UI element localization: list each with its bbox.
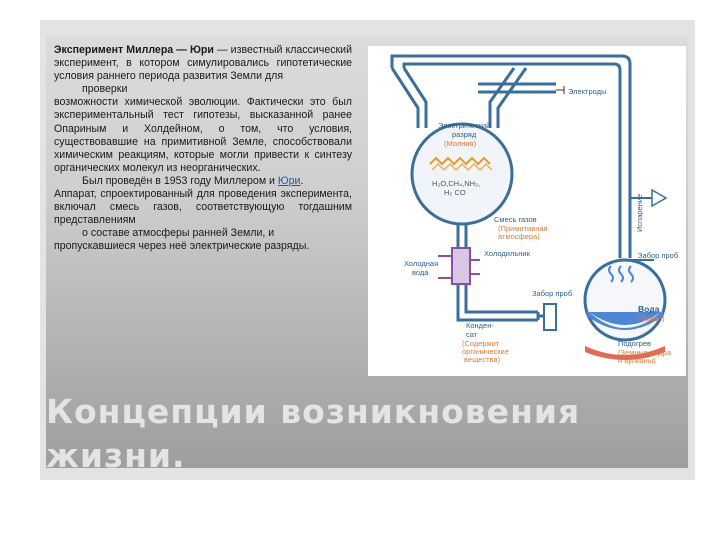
paragraph-1-continued: проверки (82, 83, 128, 96)
label-sampling-low: Забор проб (532, 289, 572, 298)
body-text: Эксперимент Миллера — Юри — известный кл… (54, 44, 352, 254)
slide-title-line-2: жизни. (46, 436, 186, 475)
label-spark: Электрический (438, 121, 490, 130)
paragraph-4-continued: о составе атмосферы ранней Земли, и (82, 227, 275, 240)
svg-text:органические: органические (462, 347, 509, 356)
outer-tube (390, 54, 632, 236)
label-sampling-top: Забор проб (638, 251, 678, 260)
paragraph-3: Был проведён в 1953 году Миллером и Юри. (82, 174, 304, 187)
svg-text:(Океан): (Океан) (638, 314, 665, 323)
paragraph-5: пропускавшиеся через неё электрические р… (54, 240, 310, 253)
miller-urey-apparatus-diagram: Электроды Электрический разряд (Молния) … (368, 46, 686, 376)
label-water: Вода (638, 304, 660, 314)
label-gas-mixture: Смесь газов (494, 215, 537, 224)
label-condensate: Конден- (466, 321, 494, 330)
paragraph-2: возможности химической эволюции. Фактиче… (54, 96, 352, 174)
label-vacuum: Испарение (635, 194, 644, 232)
experiment-term: Эксперимент Миллера — Юри (54, 44, 214, 56)
label-gases: H₂O,CH₄,NH₃, (432, 179, 480, 188)
svg-text:вода: вода (412, 268, 429, 277)
apparatus-svg: Электроды Электрический разряд (Молния) … (390, 54, 678, 365)
svg-text:атмосфера): атмосфера) (498, 232, 540, 241)
svg-text:и вулканы): и вулканы) (618, 356, 656, 365)
gas-chamber (410, 122, 514, 226)
paragraph-4: Аппарат, спроектированный для проведения… (54, 188, 352, 227)
label-condenser: Холодильник (484, 249, 531, 258)
slide-title: Концепции возникновения жизни. (46, 390, 686, 478)
label-electrodes: Электроды (568, 87, 606, 96)
urey-link[interactable]: Юри (277, 174, 301, 187)
inner-tube (402, 62, 622, 236)
svg-text:(Примитивная: (Примитивная (498, 224, 548, 233)
condensate-trap (543, 303, 557, 331)
svg-text:разряд: разряд (452, 130, 477, 139)
condenser (451, 247, 471, 285)
slide: Эксперимент Миллера — Юри — известный кл… (46, 36, 688, 475)
paragraph-1: Эксперимент Миллера — Юри — известный кл… (54, 44, 352, 83)
svg-text:вещества): вещества) (464, 355, 501, 364)
svg-text:(Содержит: (Содержит (462, 339, 500, 348)
svg-text:(Земные недра: (Земные недра (618, 348, 672, 357)
svg-text:(Молния): (Молния) (444, 139, 477, 148)
slide-title-line-1: Концепции возникновения (46, 392, 581, 431)
heater (585, 346, 665, 360)
svg-text:H₂ CO: H₂ CO (444, 188, 466, 197)
spark-zigzag (429, 156, 491, 166)
svg-text:сат: сат (466, 330, 478, 339)
label-cold-water: Холодная (404, 259, 438, 268)
label-heating: Подогрев (618, 339, 651, 348)
